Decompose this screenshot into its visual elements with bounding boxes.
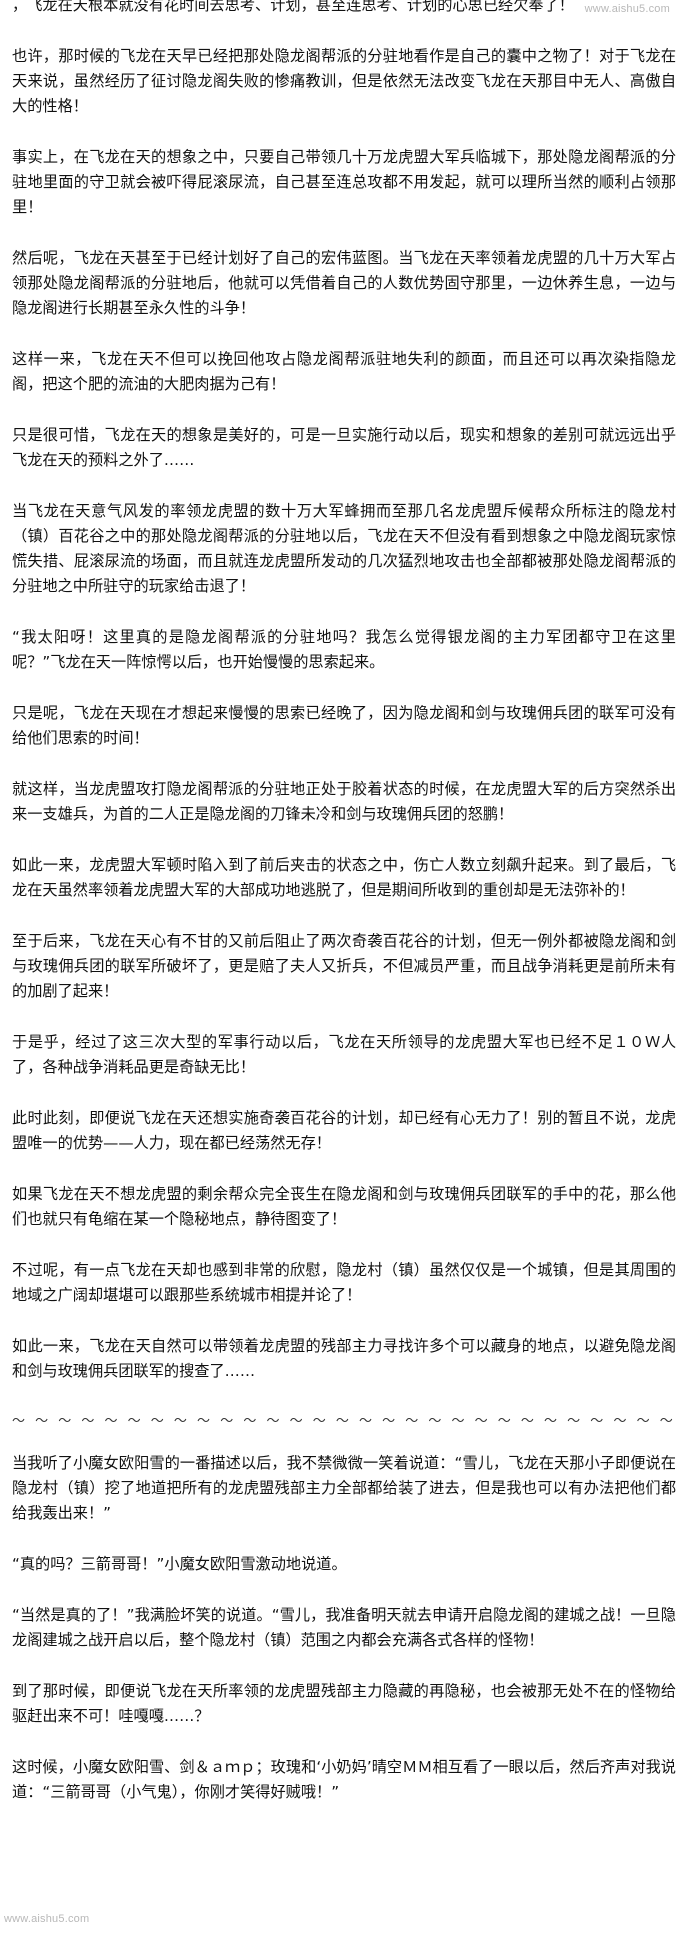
paragraph: “当然是真的了！”我满脸坏笑的说道。“雪儿，我准备明天就去申请开启隐龙阁的建城之… bbox=[12, 1606, 676, 1649]
paragraph: 此时此刻，即便说飞龙在天还想实施奇袭百花谷的计划，却已经有心无力了！别的暂且不说… bbox=[12, 1109, 676, 1152]
watermark-top: www.aishu5.com bbox=[584, 3, 670, 15]
paragraph: 也许，那时候的飞龙在天早已经把那处隐龙阁帮派的分驻地看作是自己的囊中之物了！对于… bbox=[12, 47, 676, 115]
paragraph: “真的吗？三箭哥哥！”小魔女欧阳雪激动地说道。 bbox=[12, 1555, 347, 1573]
paragraph: 不过呢，有一点飞龙在天却也感到非常的欣慰，隐龙村（镇）虽然仅仅是一个城镇，但是其… bbox=[12, 1261, 676, 1304]
watermark-bottom: www.aishu5.com bbox=[4, 1913, 90, 1925]
paragraph: 然后呢，飞龙在天甚至于已经计划好了自己的宏伟蓝图。当飞龙在天率领着龙虎盟的几十万… bbox=[12, 249, 676, 317]
paragraph: ，飞龙在天根本就没有花时间去思考、计划，甚至连思考、计划的心思已经欠奉了！ bbox=[12, 0, 574, 14]
paragraph: 如果飞龙在天不想龙虎盟的剩余帮众完全丧生在隐龙阁和剑与玫瑰佣兵团联军的手中的花，… bbox=[12, 1185, 676, 1228]
paragraph: 这样一来，飞龙在天不但可以挽回他攻占隐龙阁帮派驻地失利的颜面，而且还可以再次染指… bbox=[12, 350, 676, 393]
paragraph: 当我听了小魔女欧阳雪的一番描述以后，我不禁微微一笑着说道：“雪儿，飞龙在天那小子… bbox=[12, 1454, 676, 1522]
document-body: ，飞龙在天根本就没有花时间去思考、计划，甚至连思考、计划的心思已经欠奉了！ 也许… bbox=[12, 0, 676, 1831]
paragraph: 如此一来，龙虎盟大军顿时陷入到了前后夹击的状态之中，伤亡人数立刻飙升起来。到了最… bbox=[12, 856, 676, 899]
paragraph: 只是呢，飞龙在天现在才想起来慢慢的思索已经晚了，因为隐龙阁和剑与玫瑰佣兵团的联军… bbox=[12, 704, 676, 747]
section-separator: ～ ～ ～ ～ ～ ～ ～ ～ ～ ～ ～ ～ ～ ～ ～ ～ ～ ～ ～ ～ … bbox=[12, 1414, 676, 1429]
paragraph: 就这样，当龙虎盟攻打隐龙阁帮派的分驻地正处于胶着状态的时候，在龙虎盟大军的后方突… bbox=[12, 780, 676, 823]
paragraph: 这时候，小魔女欧阳雪、剑＆ａｍｐ；玫瑰和‘小奶妈’晴空ＭＭ相互看了一眼以后，然后… bbox=[12, 1758, 676, 1801]
paragraph: “我太阳呀！这里真的是隐龙阁帮派的分驻地吗？我怎么觉得银龙阁的主力军团都守卫在这… bbox=[12, 628, 676, 671]
paragraph: 当飞龙在天意气风发的率领龙虎盟的数十万大军蜂拥而至那几名龙虎盟斥候帮众所标注的隐… bbox=[12, 502, 676, 595]
paragraph: 到了那时候，即便说飞龙在天所率领的龙虎盟残部主力隐藏的再隐秘，也会被那无处不在的… bbox=[12, 1682, 676, 1725]
paragraph: 只是很可惜，飞龙在天的想象是美好的，可是一旦实施行动以后，现实和想象的差别可就远… bbox=[12, 426, 676, 469]
paragraph: 如此一来，飞龙在天自然可以带领着龙虎盟的残部主力寻找许多个可以藏身的地点，以避免… bbox=[12, 1337, 676, 1380]
paragraph: 事实上，在飞龙在天的想象之中，只要自己带领几十万龙虎盟大军兵临城下，那处隐龙阁帮… bbox=[12, 148, 676, 216]
paragraph: 于是乎，经过了这三次大型的军事行动以后，飞龙在天所领导的龙虎盟大军也已经不足１０… bbox=[12, 1033, 676, 1076]
paragraph: 至于后来，飞龙在天心有不甘的又前后阻止了两次奇袭百花谷的计划，但无一例外都被隐龙… bbox=[12, 932, 676, 1000]
